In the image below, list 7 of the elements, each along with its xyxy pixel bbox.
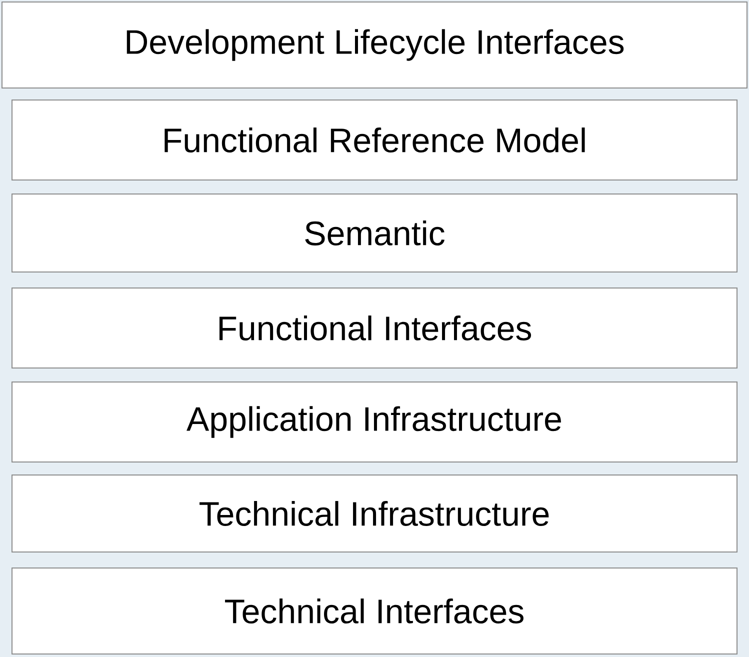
- layer-box: Technical Infrastructure: [12, 474, 738, 552]
- layer-box: Application Infrastructure: [12, 382, 738, 462]
- layer-box: Functional Interfaces: [12, 288, 738, 368]
- layer-box: Technical Interfaces: [12, 568, 738, 654]
- layer-box: Semantic: [12, 194, 738, 272]
- layer-box: Development Lifecycle Interfaces: [2, 2, 748, 88]
- layer-box: Functional Reference Model: [12, 100, 738, 180]
